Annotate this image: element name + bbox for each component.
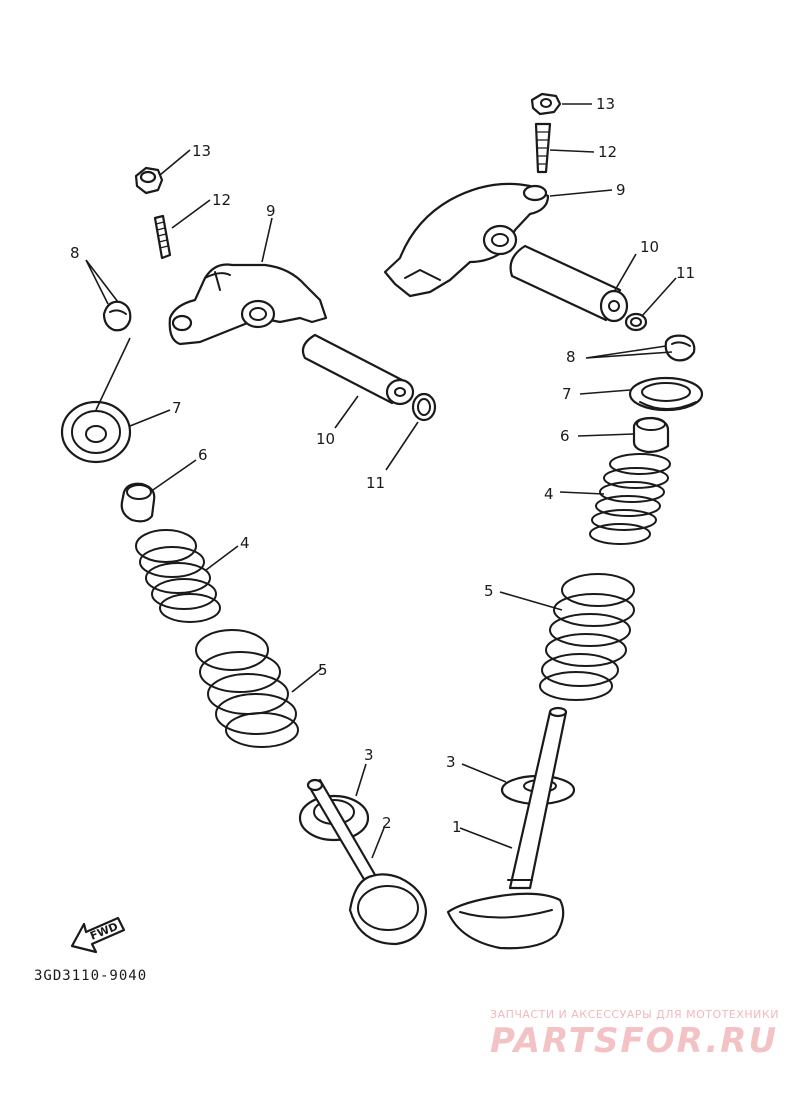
diagram-part-code: 3GD3110-9040 [34, 968, 147, 984]
callout-4-left: 4 [240, 534, 250, 552]
o-ring-left [411, 392, 437, 422]
valve-stem-seal-left [120, 482, 156, 523]
callout-12-left: 12 [212, 191, 231, 209]
spring-retainer-left [60, 400, 132, 464]
callout-3-right: 3 [446, 753, 456, 771]
rocker-arm-left [168, 263, 328, 346]
nut-left [134, 166, 164, 195]
callout-3-left: 3 [364, 746, 374, 764]
rocker-arm-right [383, 182, 550, 298]
watermark-brand: PARTSFOR.RU [490, 1021, 778, 1061]
callout-5-right: 5 [484, 582, 494, 600]
valve-cotter-right [664, 334, 696, 362]
callout-2: 2 [382, 814, 392, 832]
adjuster-screw-right [534, 122, 552, 174]
callout-13-right: 13 [596, 95, 615, 113]
exhaust-valve [446, 706, 568, 950]
valve-stem-seal-right [632, 416, 670, 454]
callout-9-right: 9 [616, 181, 626, 199]
outer-spring-left [195, 629, 299, 748]
callout-5-left: 5 [318, 661, 328, 679]
callout-11-left: 11 [366, 474, 385, 492]
callout-12-right: 12 [598, 143, 617, 161]
rocker-shaft-left [301, 333, 415, 406]
inner-spring-right [589, 453, 671, 545]
callout-10-left: 10 [316, 430, 335, 448]
outer-spring-right [539, 573, 635, 701]
valve-cotter-left [102, 300, 132, 332]
forward-direction-arrow: FWD [70, 916, 126, 954]
rocker-shaft-right [509, 244, 629, 323]
callout-11-right: 11 [676, 264, 695, 282]
adjuster-screw-left [153, 214, 172, 260]
nut-right [530, 92, 562, 116]
leader-lines [85, 103, 677, 859]
callout-labels: 13 12 9 8 7 6 4 5 10 11 3 2 13 12 9 10 1… [70, 95, 695, 836]
spring-retainer-right [628, 376, 704, 412]
callout-7-left: 7 [172, 399, 182, 417]
callout-4-right: 4 [544, 485, 554, 503]
callout-6-right: 6 [560, 427, 570, 445]
callout-6-left: 6 [198, 446, 208, 464]
callout-9-left: 9 [266, 202, 276, 220]
o-ring-right [624, 312, 648, 332]
callout-7-right: 7 [562, 385, 572, 403]
callout-10-right: 10 [640, 238, 659, 256]
watermark-tagline: ЗАПЧАСТИ И АКСЕССУАРЫ ДЛЯ МОТОТЕХНИКИ [490, 1008, 779, 1021]
callout-1: 1 [452, 818, 462, 836]
inner-spring-left [135, 529, 221, 623]
callout-8-right: 8 [566, 348, 576, 366]
callout-13-left: 13 [192, 142, 211, 160]
callout-8-left: 8 [70, 244, 80, 262]
intake-valve [306, 778, 428, 946]
